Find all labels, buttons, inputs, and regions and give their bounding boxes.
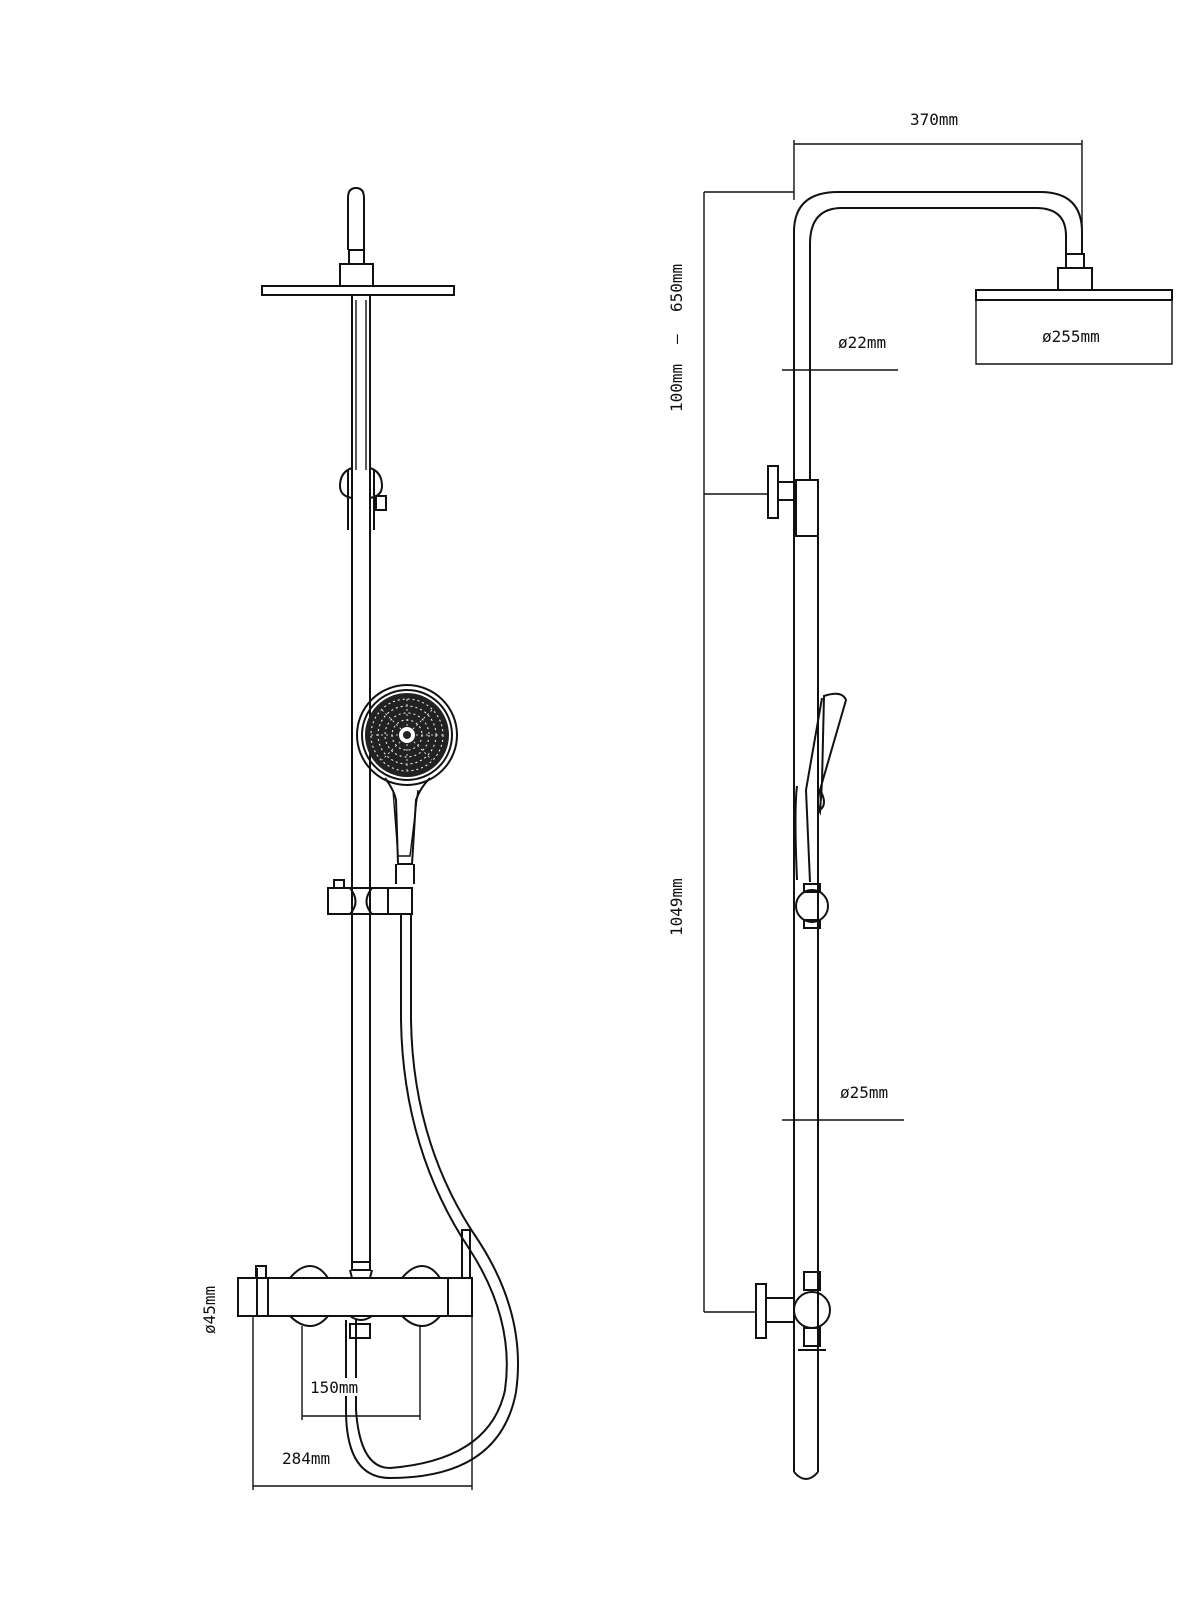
side-upper-wall-bracket — [767, 465, 797, 519]
front-overhead-head — [261, 285, 455, 296]
dim-mixer-length-label: 284mm — [282, 1449, 330, 1468]
front-slider-holder — [327, 879, 413, 915]
dim-height-range-max-label: 650mm — [667, 264, 686, 312]
front-hand-shower — [356, 684, 458, 884]
dim-mixer-body-diameter-label: ø45mm — [200, 1286, 219, 1334]
front-upper-wall-bracket — [338, 467, 387, 530]
dim-inlet-centers-label: 150mm — [310, 1378, 358, 1397]
side-overhead-connector — [1065, 253, 1085, 269]
front-riser-top-cap — [347, 186, 365, 250]
front-dim-mixer-length: 284mm — [252, 1316, 473, 1490]
dim-overhead-diameter-label: ø255mm — [1042, 327, 1100, 346]
side-dim-arm-length: 370mm — [793, 110, 1083, 252]
side-arm-inner — [809, 207, 1067, 480]
side-hand-shower — [794, 692, 848, 883]
front-mixer-left-knob — [237, 1277, 269, 1317]
dim-rail-height-label: 1049mm — [667, 878, 686, 936]
front-hand-shower-handle — [384, 777, 431, 865]
side-overhead-mount — [1057, 267, 1093, 291]
side-dim-vertical — [703, 191, 794, 1313]
side-arm-outer — [793, 191, 1083, 1472]
dim-height-range-sep: — — [667, 334, 686, 344]
front-hose-inner — [345, 914, 519, 1480]
front-right-inlet — [401, 1264, 441, 1279]
side-mixer — [755, 1271, 831, 1351]
dim-rail-pipe-diameter-label: ø25mm — [840, 1083, 888, 1102]
front-mixer-body — [237, 1277, 473, 1317]
front-view: 150mm 284mm ø45mm — [200, 186, 519, 1490]
side-sliding-collar — [795, 479, 819, 537]
front-overhead-connector — [348, 249, 365, 265]
front-hand-shower-nozzle-pattern — [365, 693, 449, 777]
front-overhead-mount — [339, 263, 374, 287]
dim-arm-length-label: 370mm — [910, 110, 958, 129]
side-slider-knob — [795, 883, 829, 929]
front-left-inlet — [289, 1264, 329, 1279]
front-diverter-lever — [461, 1229, 471, 1279]
side-dim-height-range: 100mm — 650mm — [667, 264, 686, 412]
front-mixer-bar — [237, 1229, 473, 1339]
dim-arm-pipe-diameter-label: ø22mm — [838, 333, 886, 352]
front-hand-shower-face — [356, 684, 458, 786]
side-dim-overhead-diameter-box — [975, 300, 1173, 365]
side-overhead-head — [975, 289, 1173, 301]
front-hose-outer — [355, 914, 508, 1470]
side-view: 370mm ø255mm ø22mm — [667, 110, 1173, 1480]
dim-height-range-min-label: 100mm — [667, 364, 686, 412]
front-mixer-right-knob — [447, 1277, 473, 1317]
front-dim-inlet-centers: 150mm — [301, 1326, 421, 1420]
